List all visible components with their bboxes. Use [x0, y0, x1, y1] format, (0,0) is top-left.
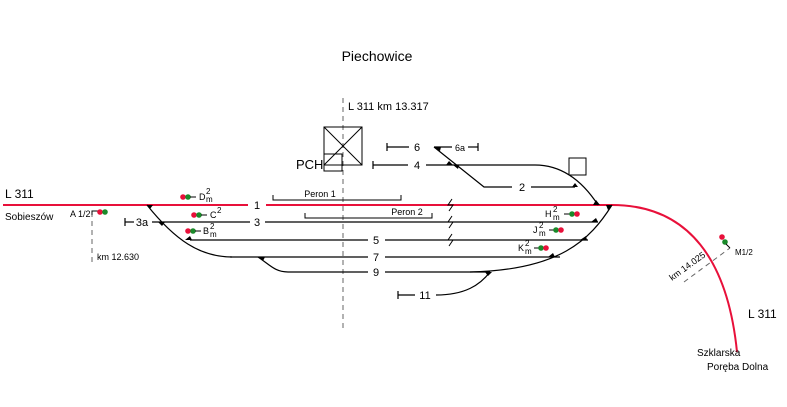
- track-7-label: 7: [373, 252, 379, 264]
- signal-b-label: B: [203, 226, 209, 236]
- signal-b-sup: 2: [210, 222, 215, 231]
- signal-k-sup: 2: [525, 239, 530, 248]
- line-label-right: L 311: [748, 307, 777, 321]
- signal-c-label: C: [210, 210, 217, 220]
- signal-c: C 2: [191, 206, 222, 220]
- track-5-label: 5: [373, 235, 379, 247]
- track-3a-label: 3a: [136, 217, 149, 229]
- signal-b-sub: m: [210, 230, 217, 239]
- signal-b: B 2 m: [185, 222, 217, 239]
- km-marker-right: [683, 247, 731, 283]
- platform-2-label: Peron 2: [391, 207, 423, 217]
- signal-h: H 2 m: [545, 205, 580, 222]
- signal-m-label: M1/2: [735, 248, 753, 257]
- signal-a-label: A 1/2: [70, 209, 91, 219]
- building-label: PCH: [296, 157, 323, 172]
- signal-a: A 1/2: [70, 209, 108, 219]
- signal-d-label: D: [199, 192, 206, 202]
- electrification-marks: [447, 198, 454, 247]
- main-line-l311: [3, 204, 738, 353]
- track-6-label: 6: [414, 142, 420, 154]
- line-label-left: L 311: [5, 187, 34, 201]
- platform-1: [272, 195, 402, 201]
- small-building-icon: [568, 157, 587, 176]
- signal-j-label: J: [533, 225, 538, 235]
- track-6a-label: 6a: [455, 143, 465, 153]
- signal-j: J 2 m: [533, 221, 564, 238]
- signal-k: K 2 m: [518, 239, 549, 256]
- platform-2: [304, 213, 433, 219]
- destination-label-2: Poręba Dolna: [707, 362, 769, 373]
- track-9-label: 9: [373, 267, 379, 279]
- signal-h-sub: m: [553, 213, 560, 222]
- track-2-label: 2: [519, 182, 525, 194]
- signal-m: M1/2: [719, 234, 753, 257]
- station-building-icon: [323, 126, 363, 172]
- signal-h-sup: 2: [553, 205, 558, 214]
- signal-j-sup: 2: [539, 221, 544, 230]
- station-axis-label: L 311 km 13.317: [348, 101, 429, 113]
- destination-label-1: Szklarska: [697, 348, 741, 359]
- station-title: Piechowice: [342, 48, 413, 64]
- track-3-label: 3: [254, 217, 260, 229]
- track-4-label: 4: [414, 160, 420, 172]
- signal-d-sub: m: [206, 195, 213, 204]
- signal-k-label: K: [518, 243, 524, 253]
- track-1-label: 1: [254, 200, 260, 212]
- signal-c-sup: 2: [217, 206, 222, 215]
- km-left-label: km 12.630: [97, 252, 139, 262]
- origin-label: Sobieszów: [5, 212, 54, 223]
- signal-h-label: H: [545, 209, 552, 219]
- station-tracks: [124, 143, 613, 299]
- platform-1-label: Peron 1: [304, 189, 336, 199]
- signal-d: D 2 m: [180, 187, 213, 204]
- signal-j-sub: m: [539, 229, 546, 238]
- signal-d-sup: 2: [206, 187, 211, 196]
- signal-k-sub: m: [525, 247, 532, 256]
- km-right-label: km 14.025: [667, 250, 707, 283]
- track-11-label: 11: [419, 290, 430, 302]
